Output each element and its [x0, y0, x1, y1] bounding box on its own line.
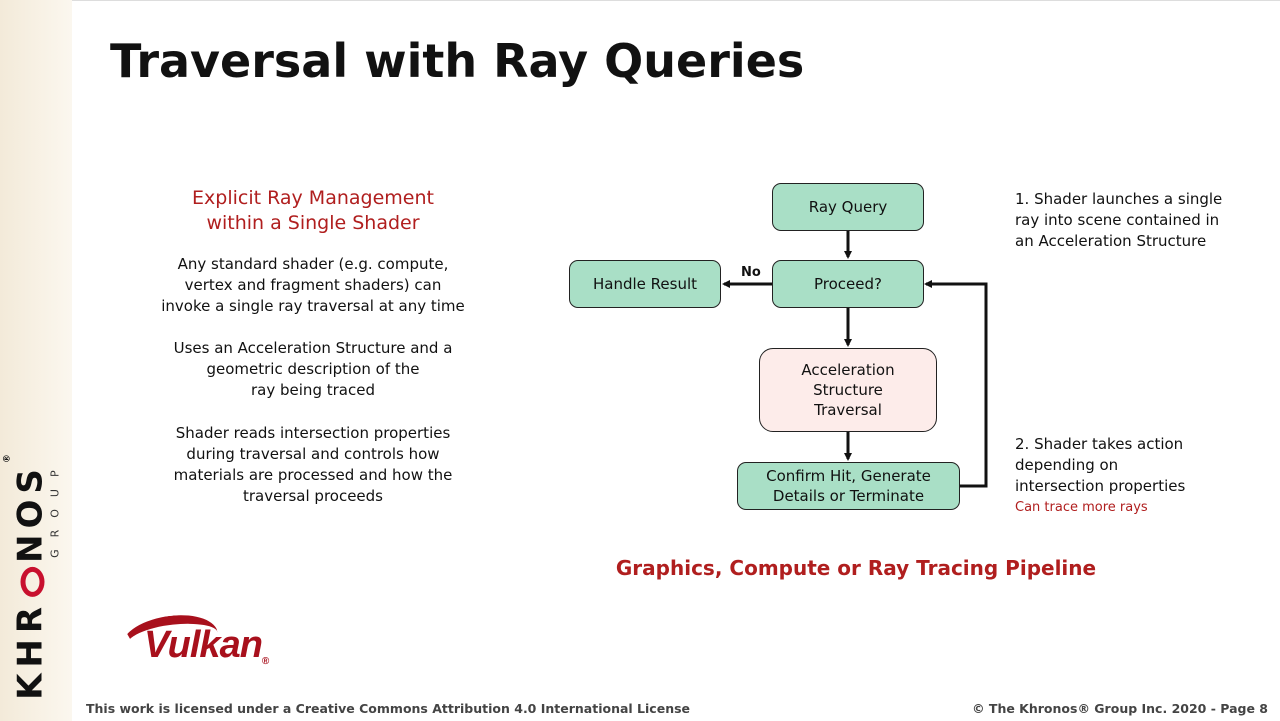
box-line: Structure [813, 381, 883, 399]
paragraph-any-shader: Any standard shader (e.g. compute, verte… [130, 254, 496, 317]
note-line: depending on [1015, 456, 1119, 474]
note-line: 1. Shader launches a single [1015, 190, 1223, 208]
box-line: Confirm Hit, Generate [766, 467, 931, 485]
vulkan-wordmark: Vulkan® [144, 624, 269, 667]
box-line: Details or Terminate [772, 487, 925, 505]
pipeline-label: Graphics, Compute or Ray Tracing Pipelin… [615, 556, 1097, 580]
left-heading-line: within a Single Shader [206, 212, 420, 234]
ray-query-box: Ray Query [772, 183, 924, 231]
paragraph-line: Any standard shader (e.g. compute, [177, 255, 449, 273]
handle-result-box: Handle Result [569, 260, 721, 308]
paragraph-line: geometric description of the [206, 360, 420, 378]
note-shader-takes-action: 2. Shader takes action depending on inte… [1015, 434, 1265, 518]
box-line: Traversal [814, 401, 882, 419]
note-line: ray into scene contained in [1015, 211, 1220, 229]
footer-copyright: © The Khronos® Group Inc. 2020 - Page 8 [972, 701, 1268, 716]
paragraph-intersection-properties: Shader reads intersection properties dur… [130, 423, 496, 507]
left-heading-line: Explicit Ray Management [192, 187, 434, 209]
paragraph-line: vertex and fragment shaders) can [184, 276, 442, 294]
note-line: an Acceleration Structure [1015, 232, 1207, 250]
arrow-confirm-loop-to-proceed [924, 280, 988, 488]
note-line: 2. Shader takes action [1015, 435, 1184, 453]
acceleration-structure-box: Acceleration Structure Traversal [759, 348, 937, 432]
left-heading: Explicit Ray Management within a Single … [130, 186, 496, 236]
paragraph-line: materials are processed and how the [173, 466, 453, 484]
note-shader-launches: 1. Shader launches a single ray into sce… [1015, 189, 1265, 252]
top-border [0, 0, 1280, 1]
slide-title: Traversal with Ray Queries [110, 34, 805, 88]
no-label: No [741, 265, 761, 280]
paragraph-line: Shader reads intersection properties [175, 424, 451, 442]
box-line: Acceleration [801, 361, 895, 379]
note-line: intersection properties [1015, 477, 1186, 495]
paragraph-line: traversal proceeds [242, 487, 384, 505]
khronos-sidebar: KHRNOS® GROUP [0, 0, 72, 721]
footer-license: This work is licensed under a Creative C… [86, 701, 691, 716]
proceed-box: Proceed? [772, 260, 924, 308]
paragraph-line: invoke a single ray traversal at any tim… [161, 297, 465, 315]
vulkan-logo: Vulkan® [119, 611, 312, 670]
paragraph-acceleration-structure: Uses an Acceleration Structure and a geo… [130, 338, 496, 401]
paragraph-line: during traversal and controls how [186, 445, 440, 463]
paragraph-line: ray being traced [251, 381, 375, 399]
note-can-trace-more-rays: Can trace more rays [1015, 500, 1148, 515]
confirm-hit-box: Confirm Hit, Generate Details or Termina… [737, 462, 960, 510]
paragraph-line: Uses an Acceleration Structure and a [173, 339, 453, 357]
